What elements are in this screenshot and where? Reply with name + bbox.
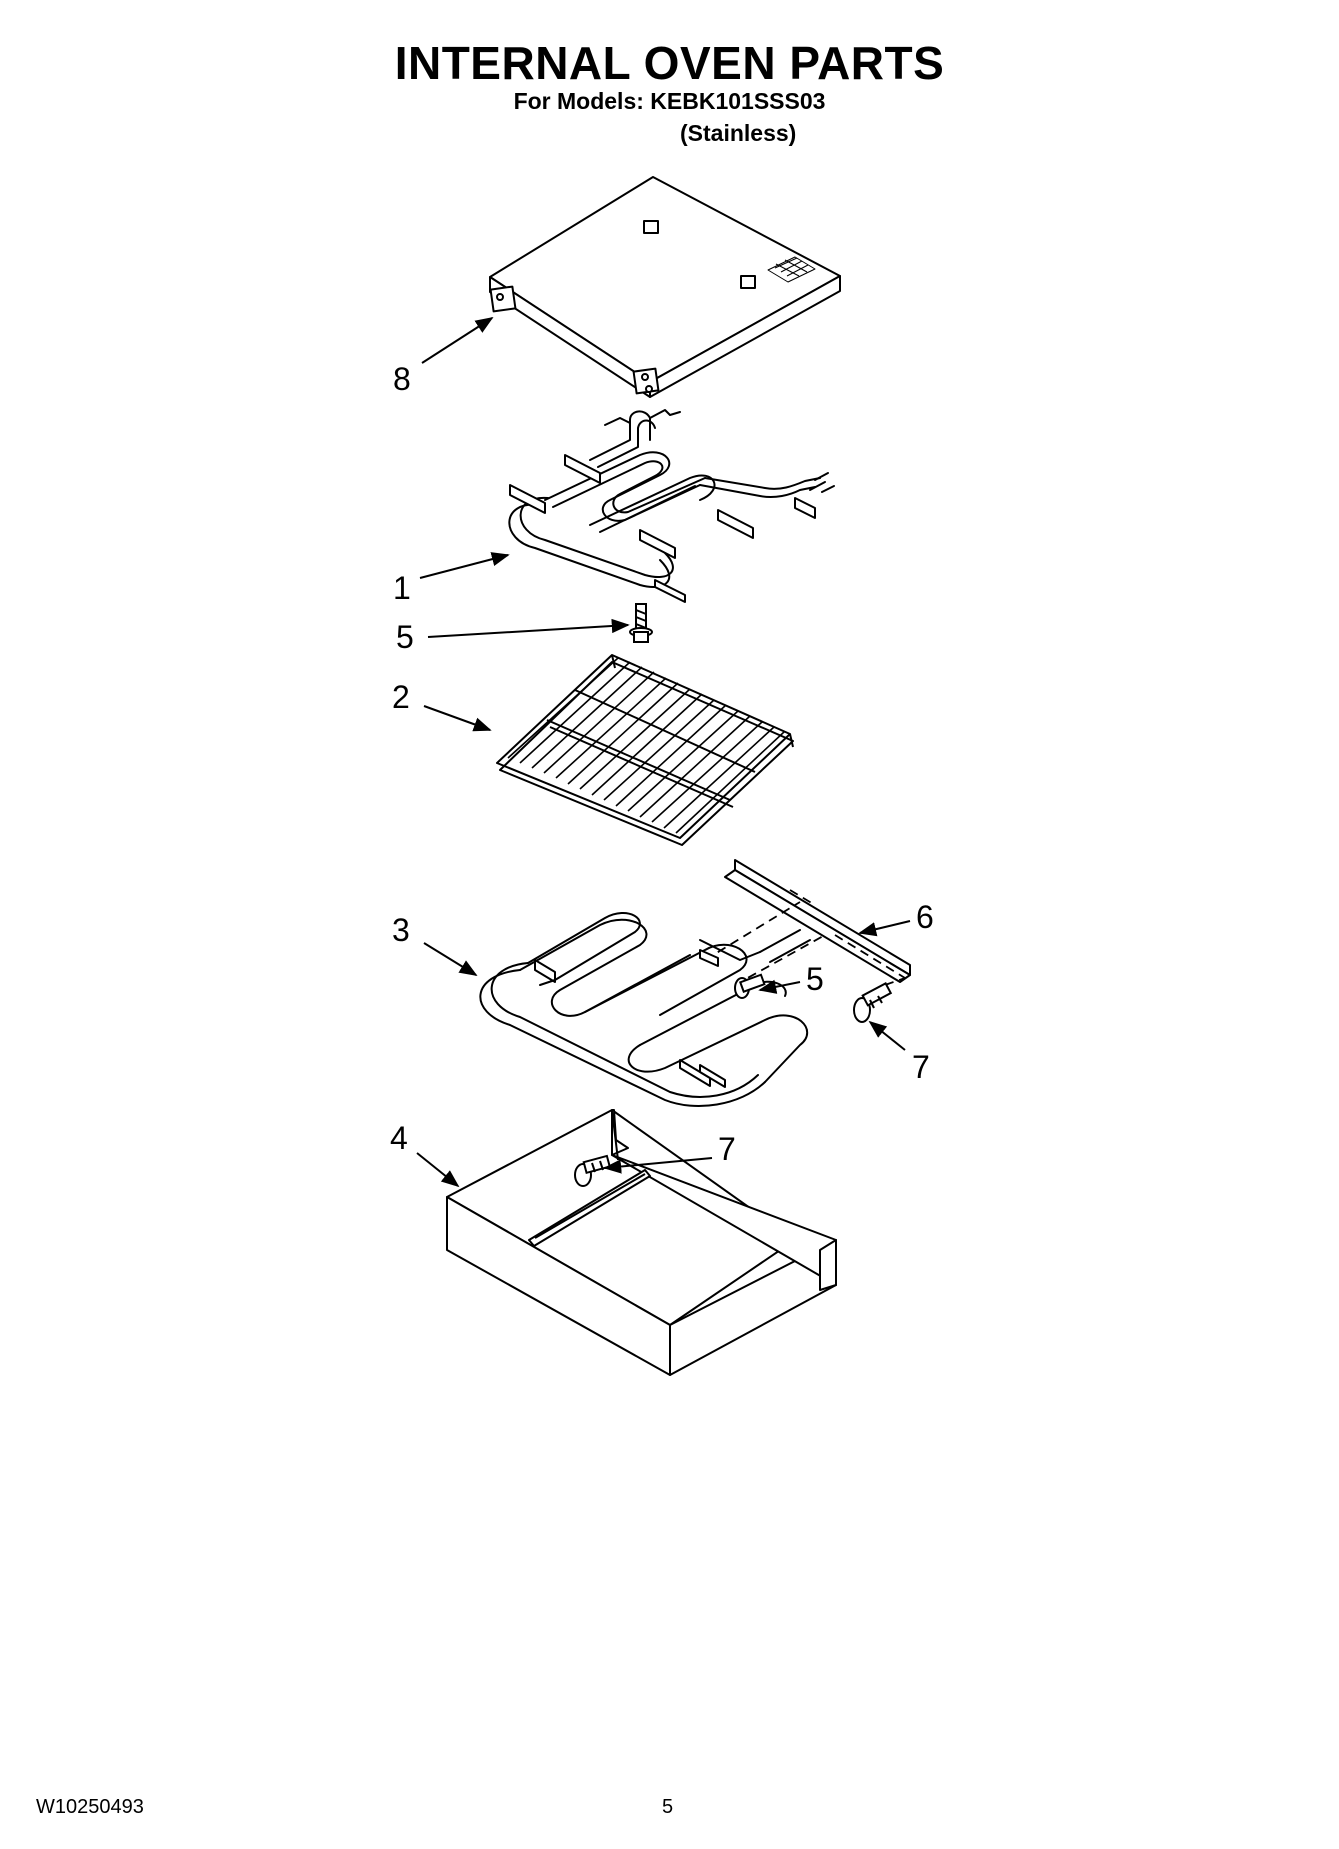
callout-2: 2 — [392, 679, 410, 715]
callout-4: 4 — [390, 1120, 408, 1156]
callout-5-lower: 5 — [806, 961, 824, 997]
callout-3: 3 — [392, 912, 410, 948]
part-6-bracket — [724, 859, 911, 983]
part-1-broil-element — [508, 409, 835, 603]
part-4-bottom-tray — [446, 1109, 837, 1376]
part-3-bake-element — [479, 912, 811, 1107]
part-2-oven-rack — [496, 654, 794, 846]
callout-8: 8 — [393, 361, 411, 397]
document-number: W10250493 — [36, 1796, 144, 1818]
callout-7-right: 7 — [912, 1049, 930, 1085]
models-line: For Models: KEBK101SSS03 — [513, 88, 826, 114]
part-7-screw-right — [853, 982, 893, 1023]
part-5-screw-upper — [629, 603, 653, 643]
callout-leaders — [416, 317, 911, 1188]
callout-5-upper: 5 — [396, 619, 414, 655]
page-number: 5 — [662, 1796, 674, 1818]
page-title: INTERNAL OVEN PARTS — [394, 37, 945, 89]
callout-6: 6 — [916, 899, 934, 935]
model-variant: (Stainless) — [680, 120, 797, 146]
callout-1: 1 — [393, 570, 411, 606]
callout-7-tray: 7 — [718, 1131, 736, 1167]
part-5-screw-lower — [734, 973, 766, 999]
part-8-top-panel — [489, 176, 841, 398]
